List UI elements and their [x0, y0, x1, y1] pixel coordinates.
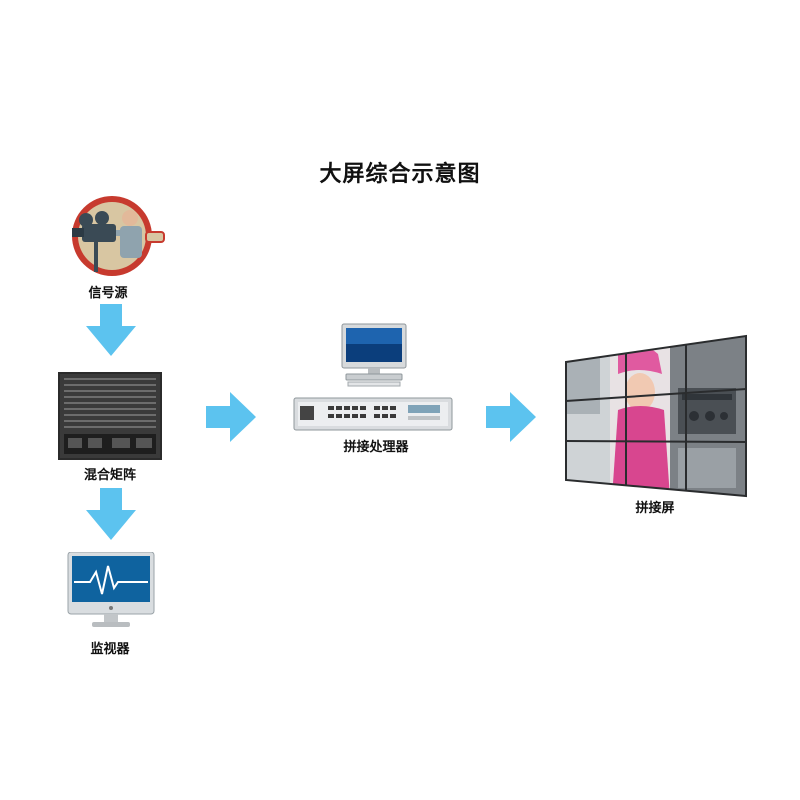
splicing-screen-node	[560, 334, 750, 498]
splicing-processor-label: 拼接处理器	[343, 440, 409, 455]
arrow-right-1	[206, 392, 256, 442]
signal-source-label: 信号源	[88, 286, 128, 301]
splicing-screen-label: 拼接屏	[635, 501, 675, 516]
hybrid-matrix-node	[58, 372, 162, 460]
processor-icon	[293, 323, 453, 431]
signal-source-node	[72, 194, 168, 280]
hybrid-matrix-label: 混合矩阵	[83, 468, 136, 483]
arrow-down-1	[86, 304, 136, 356]
monitor-icon	[67, 552, 155, 627]
splicing-processor-node	[292, 322, 454, 434]
arrow-right-2	[486, 392, 536, 442]
video-wall-icon	[565, 334, 747, 498]
diagram-title: 大屏综合示意图	[319, 162, 481, 187]
arrow-down-2	[86, 488, 136, 540]
camera-operator-icon	[72, 196, 165, 276]
matrix-rack-icon	[58, 372, 162, 460]
monitor-node	[66, 552, 156, 630]
monitor-label: 监视器	[90, 642, 130, 657]
